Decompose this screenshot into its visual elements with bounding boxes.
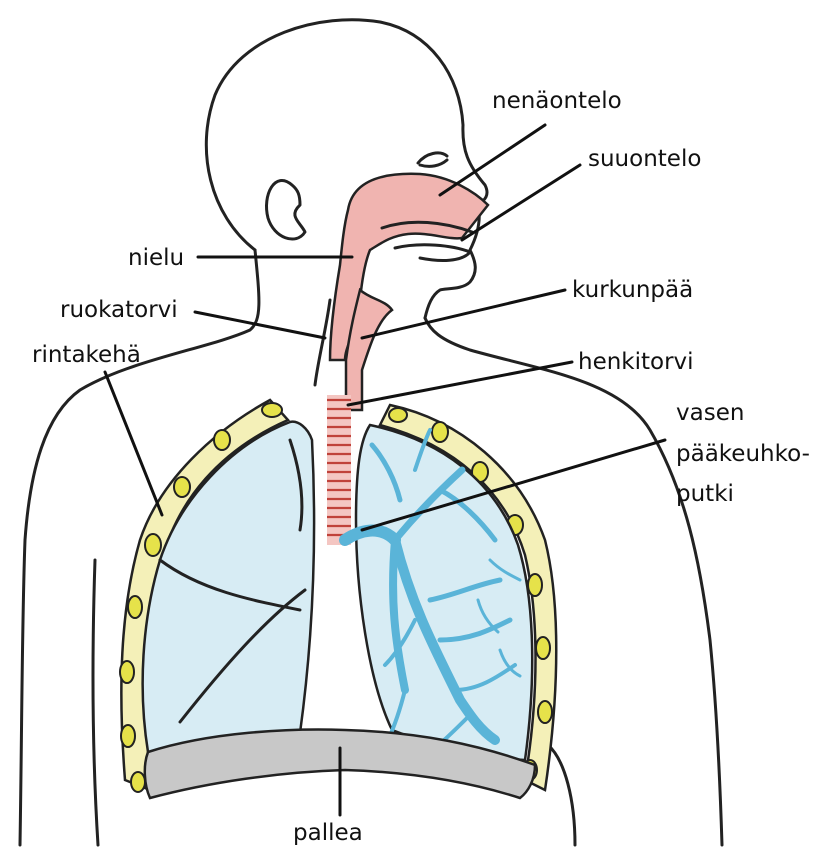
tongue bbox=[395, 245, 470, 261]
label-pharynx: nielu bbox=[128, 245, 184, 271]
airway bbox=[315, 174, 488, 410]
label-nasal-cavity: nenäontelo bbox=[492, 88, 622, 114]
label-chest: rintakehä bbox=[32, 342, 141, 368]
label-trachea: henkitorvi bbox=[578, 349, 694, 375]
esophagus-tube bbox=[315, 300, 330, 385]
right-lung bbox=[143, 422, 314, 752]
leader-chest bbox=[105, 372, 162, 515]
leader-trachea bbox=[348, 362, 572, 405]
label-esophagus: ruokatorvi bbox=[60, 297, 178, 323]
label-diaphragm: pallea bbox=[293, 820, 363, 846]
trachea bbox=[327, 395, 351, 545]
leader-larynx bbox=[362, 290, 565, 338]
leader-nasal-cavity bbox=[440, 125, 545, 195]
label-bronchus-line1: vasen bbox=[676, 400, 744, 426]
label-oral-cavity: suuontelo bbox=[588, 146, 701, 172]
label-bronchus-line2: pääkeuhko- bbox=[676, 441, 810, 467]
leader-esophagus bbox=[195, 312, 325, 338]
label-larynx: kurkunpää bbox=[572, 277, 693, 303]
label-bronchus-line3: putki bbox=[676, 481, 734, 507]
